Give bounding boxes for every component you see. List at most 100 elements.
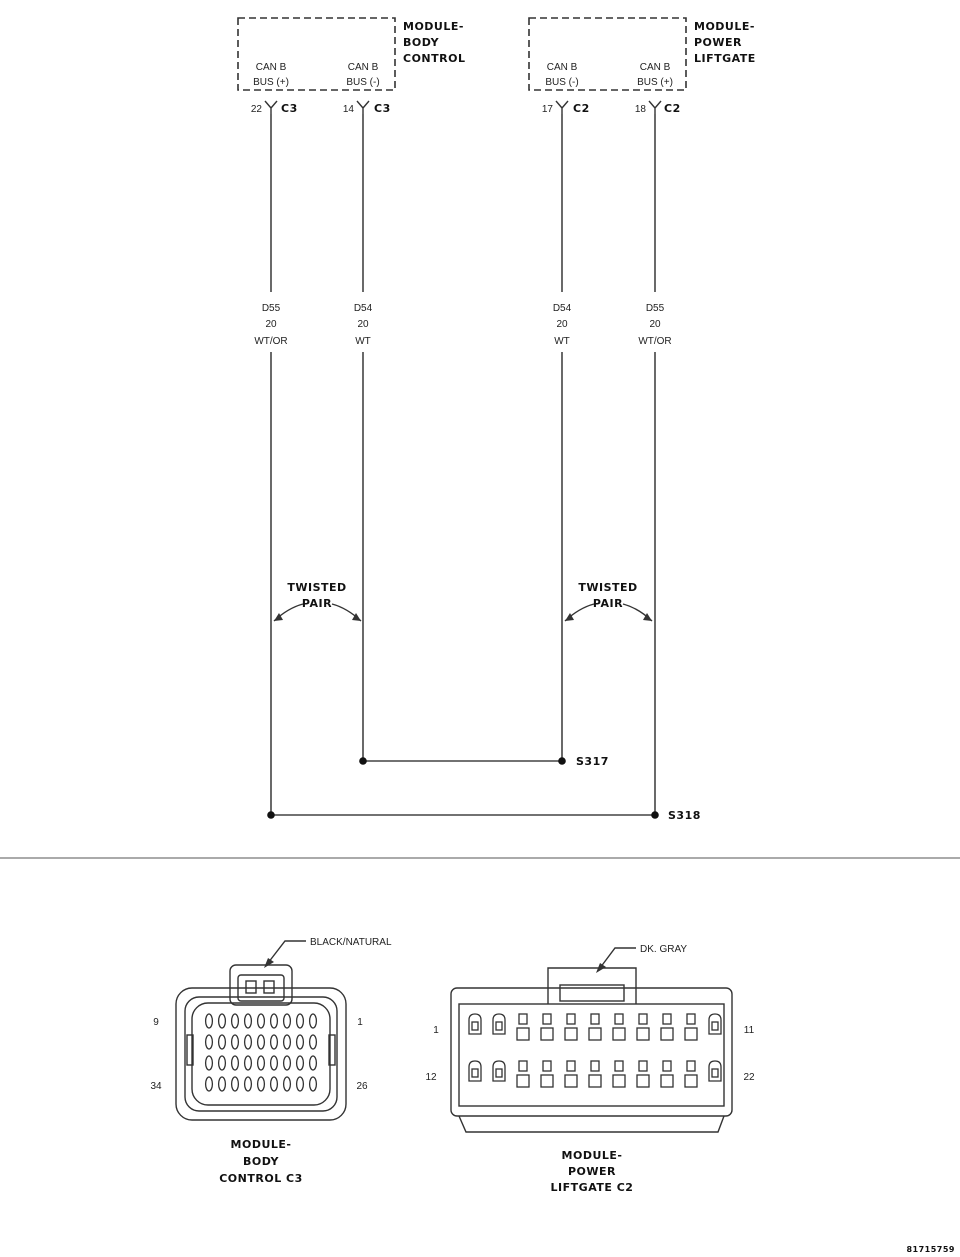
- terminal-pin: [269, 1076, 279, 1092]
- connector-pin-symbol: [648, 100, 662, 114]
- arrow-head-icon: [274, 613, 283, 621]
- module-body-control: MODULE- BODY CONTROL CAN B BUS (+) CAN B…: [237, 17, 465, 115]
- wire-color: WT: [554, 336, 570, 347]
- terminal-pin: [518, 1013, 528, 1025]
- twisted-pair-right: TWISTED PAIR: [564, 581, 653, 622]
- wire-color: WT/OR: [638, 336, 671, 347]
- pin-label-bottom: BUS (+): [637, 77, 673, 88]
- wires: [270, 114, 656, 815]
- connector-title-3: LIFTGATE C2: [551, 1181, 634, 1194]
- terminal-pin: [204, 1076, 214, 1092]
- side-key: [328, 1034, 336, 1066]
- splice-label: S318: [668, 809, 701, 822]
- connector-bottom: [458, 1115, 725, 1133]
- terminal-cavity: [636, 1074, 650, 1088]
- terminal-pin: [686, 1060, 696, 1072]
- wire-color: WT/OR: [254, 336, 287, 347]
- bcm-pin-grid: [204, 1013, 318, 1092]
- terminal-cavity-inner: [471, 1021, 479, 1031]
- wire-circuit: D54: [354, 303, 373, 314]
- terminal-pin: [269, 1055, 279, 1071]
- connector-title-3: CONTROL C3: [219, 1172, 303, 1185]
- terminal-pin: [230, 1034, 240, 1050]
- terminal-cavity: [540, 1027, 554, 1041]
- terminal-pin: [295, 1055, 305, 1071]
- terminal-cavity: [540, 1074, 554, 1088]
- splice-dot: [267, 811, 275, 819]
- wire-circuit: D54: [553, 303, 572, 314]
- pin-label-bottom: BUS (+): [253, 77, 289, 88]
- terminal-pin: [282, 1076, 292, 1092]
- connector-title-1: MODULE-: [231, 1138, 292, 1151]
- terminal-pin: [308, 1013, 318, 1029]
- pin-number-label: 1: [433, 1025, 439, 1036]
- connector-id: C2: [664, 102, 681, 115]
- terminal-pin: [217, 1034, 227, 1050]
- terminal-pin: [662, 1013, 672, 1025]
- terminal-pin: [282, 1013, 292, 1029]
- connector-face-bcm-c3: BLACK/NATURAL 9 1 34 26 MODULE- BODY CON…: [150, 937, 392, 1185]
- plg-pin-grid: [468, 1013, 722, 1088]
- splice-s318: S318: [267, 809, 701, 822]
- terminal-cavity: [588, 1074, 602, 1088]
- pin-number: 17: [542, 104, 554, 115]
- connector-title-2: BODY: [243, 1155, 280, 1168]
- module-body-control-title-2: BODY: [403, 36, 440, 49]
- pin-label-top: CAN B: [640, 62, 671, 73]
- terminal-cavity-inner: [471, 1068, 479, 1078]
- terminal-pin: [230, 1013, 240, 1029]
- terminal-pin: [230, 1055, 240, 1071]
- terminal-pin: [662, 1060, 672, 1072]
- leader-line: [599, 947, 636, 969]
- arrow-head-icon: [352, 613, 361, 621]
- connector-pin-symbol: [264, 100, 278, 114]
- splice-s317: S317: [359, 755, 608, 768]
- terminal-pin: [256, 1034, 266, 1050]
- latch-detail: [263, 980, 275, 994]
- terminal-cavity: [516, 1027, 530, 1041]
- terminal-cavity: [684, 1074, 698, 1088]
- terminal-pin: [256, 1076, 266, 1092]
- terminal-cavity: [612, 1074, 626, 1088]
- terminal-pin: [243, 1076, 253, 1092]
- terminal-pin: [308, 1034, 318, 1050]
- side-key: [186, 1034, 194, 1066]
- terminal-pin: [308, 1076, 318, 1092]
- connector-title-2: POWER: [568, 1165, 616, 1178]
- wire-gauge: 20: [357, 319, 369, 330]
- terminal-pin: [256, 1055, 266, 1071]
- twisted-pair-label-2: PAIR: [593, 597, 623, 610]
- pin-label-top: CAN B: [256, 62, 287, 73]
- terminal-pin: [256, 1013, 266, 1029]
- terminal-cavity-inner: [711, 1068, 719, 1078]
- terminal-pin: [590, 1060, 600, 1072]
- splice-dot: [651, 811, 659, 819]
- terminal-cavity: [564, 1027, 578, 1041]
- terminal-pin: [269, 1034, 279, 1050]
- terminal-pin: [243, 1034, 253, 1050]
- connector-color-label: BLACK/NATURAL: [310, 937, 392, 948]
- pin-label-top: CAN B: [547, 62, 578, 73]
- connector-face-plg-c2: DK. GRAY 1 11 12 22 MODULE- POWER LIFTGA…: [425, 944, 755, 1194]
- terminal-pin: [230, 1076, 240, 1092]
- terminal-cavity-inner: [711, 1021, 719, 1031]
- terminal-pin: [204, 1013, 214, 1029]
- figure-id: 81715759: [906, 1245, 955, 1254]
- terminal-pin: [614, 1013, 624, 1025]
- terminal-pin: [638, 1013, 648, 1025]
- connector-body: [175, 987, 347, 1121]
- terminal-pin: [295, 1076, 305, 1092]
- module-body-control-title-3: CONTROL: [403, 52, 465, 65]
- terminal-cavity: [636, 1027, 650, 1041]
- pin-number-label: 12: [425, 1072, 437, 1083]
- terminal-cavity: [684, 1027, 698, 1041]
- pin-number-label: 11: [744, 1025, 755, 1036]
- terminal-cavity: [516, 1074, 530, 1088]
- terminal-pin: [686, 1013, 696, 1025]
- terminal-pin: [269, 1013, 279, 1029]
- pin-number-label: 34: [150, 1081, 162, 1092]
- pin-label-bottom: BUS (-): [545, 77, 578, 88]
- wire-circuit: D55: [646, 303, 665, 314]
- splice-dot: [558, 757, 566, 765]
